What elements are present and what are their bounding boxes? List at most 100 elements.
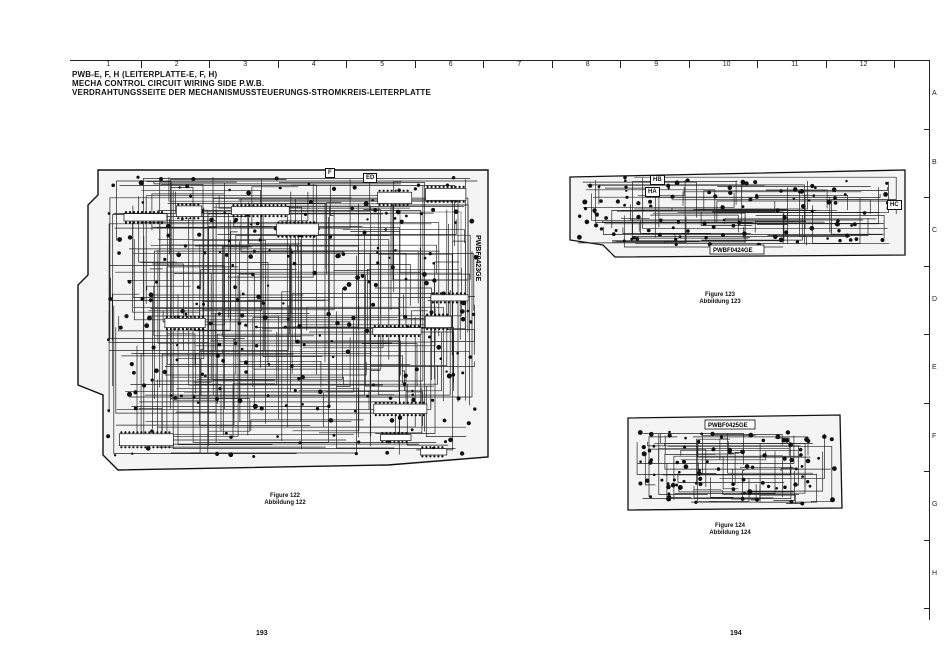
- pcb-trace: [166, 333, 196, 366]
- board-label-ed: ED: [363, 173, 378, 183]
- solder-pad: [775, 434, 781, 440]
- ic-pin: [156, 446, 159, 449]
- solder-pad: [228, 452, 234, 458]
- solder-pad: [694, 500, 698, 504]
- solder-pad: [233, 341, 238, 345]
- ic-pin: [281, 221, 284, 224]
- solder-pad: [390, 265, 395, 270]
- ic-pin: [201, 315, 204, 318]
- ic-pin: [240, 215, 243, 218]
- page-number-left: 193: [256, 630, 268, 637]
- pcb-trace: [133, 306, 444, 402]
- ic-pin: [454, 185, 457, 188]
- ic-chip: [123, 213, 168, 222]
- solder-pad: [766, 484, 771, 489]
- solder-pad: [800, 501, 805, 506]
- pcb-trace: [199, 304, 310, 426]
- solder-pad: [330, 339, 333, 343]
- pcb-trace: [193, 239, 266, 424]
- ic-pin: [160, 446, 163, 449]
- solder-pad: [805, 458, 811, 464]
- ic-pin: [160, 221, 164, 224]
- ic-pin: [413, 334, 416, 338]
- solder-pad: [686, 229, 690, 233]
- ic-pin: [152, 431, 155, 434]
- solder-pad: [410, 428, 414, 432]
- ic-pin: [268, 204, 271, 207]
- pcb-trace: [109, 197, 352, 339]
- board-label-ha: HA: [645, 187, 660, 197]
- solder-pad: [880, 238, 885, 242]
- pcb-trace: [343, 229, 465, 243]
- solder-pad: [623, 175, 627, 180]
- solder-pad: [837, 229, 841, 233]
- solder-pad: [674, 242, 678, 247]
- figure-123-caption: Figure 123 Abbildung 123: [685, 292, 755, 306]
- solder-pad: [810, 209, 814, 213]
- ic-pin: [398, 189, 401, 192]
- solder-pad: [473, 407, 477, 411]
- pcb-trace: [132, 205, 434, 298]
- solder-pad: [636, 214, 641, 220]
- ic-pin: [442, 185, 445, 188]
- figure-124-subtitle: Abbildung 124: [709, 530, 751, 536]
- ic-pin: [197, 315, 200, 318]
- solder-pad: [731, 223, 736, 228]
- ic-pin: [390, 414, 393, 417]
- solder-pad: [636, 201, 641, 206]
- ic-pin: [144, 211, 148, 214]
- solder-pad: [312, 270, 317, 276]
- solder-pad: [832, 466, 837, 471]
- pcb-trace: [190, 359, 201, 454]
- solder-pad: [584, 219, 590, 225]
- ic-pin: [406, 189, 409, 192]
- solder-pad: [716, 467, 721, 471]
- ic-pin: [248, 215, 251, 218]
- column-number: 2: [174, 61, 179, 68]
- ic-pin: [437, 455, 440, 458]
- solder-pad: [376, 246, 380, 250]
- ic-pin: [438, 185, 441, 188]
- ic-pin: [418, 414, 421, 417]
- solder-pad: [411, 397, 416, 403]
- pcb-trace: [632, 181, 738, 234]
- solder-pad: [833, 196, 837, 200]
- pcb-trace: [377, 207, 395, 396]
- pcb-trace: [260, 200, 459, 402]
- ic-pin: [443, 292, 446, 295]
- solder-pad: [778, 237, 784, 243]
- column-number: 5: [380, 61, 385, 68]
- solder-pad: [885, 181, 889, 185]
- solder-pad: [144, 323, 150, 329]
- ic-pin: [389, 431, 392, 435]
- ic-pin: [276, 204, 279, 207]
- solder-pad: [331, 186, 337, 191]
- solder-pad: [801, 475, 804, 478]
- ic-pin: [385, 441, 388, 444]
- ic-pin: [390, 203, 393, 207]
- pcb-trace: [604, 187, 879, 225]
- solder-pad: [754, 195, 759, 199]
- solder-pad: [459, 451, 465, 456]
- pcb-trace: [208, 226, 272, 446]
- ic-pin: [181, 328, 184, 331]
- solder-pad: [436, 344, 442, 350]
- ic-pin: [463, 292, 466, 295]
- solder-pad: [196, 285, 201, 289]
- pcb-trace: [292, 305, 360, 432]
- column-tick: [209, 60, 210, 68]
- ic-pin: [381, 441, 384, 444]
- solder-pad: [347, 322, 352, 327]
- solder-pad: [453, 209, 459, 214]
- solder-pad: [836, 219, 840, 223]
- pcb-trace: [133, 252, 371, 342]
- solder-pad: [577, 234, 582, 240]
- ic-pin: [397, 325, 400, 328]
- solder-pad: [132, 370, 136, 375]
- ic-pin: [264, 215, 267, 218]
- pcb-trace: [650, 214, 739, 233]
- solder-pad: [423, 256, 427, 260]
- ic-pin: [193, 328, 196, 331]
- solder-pad: [678, 235, 682, 239]
- pcb-123-drawing: PWBF0424GE: [569, 169, 906, 258]
